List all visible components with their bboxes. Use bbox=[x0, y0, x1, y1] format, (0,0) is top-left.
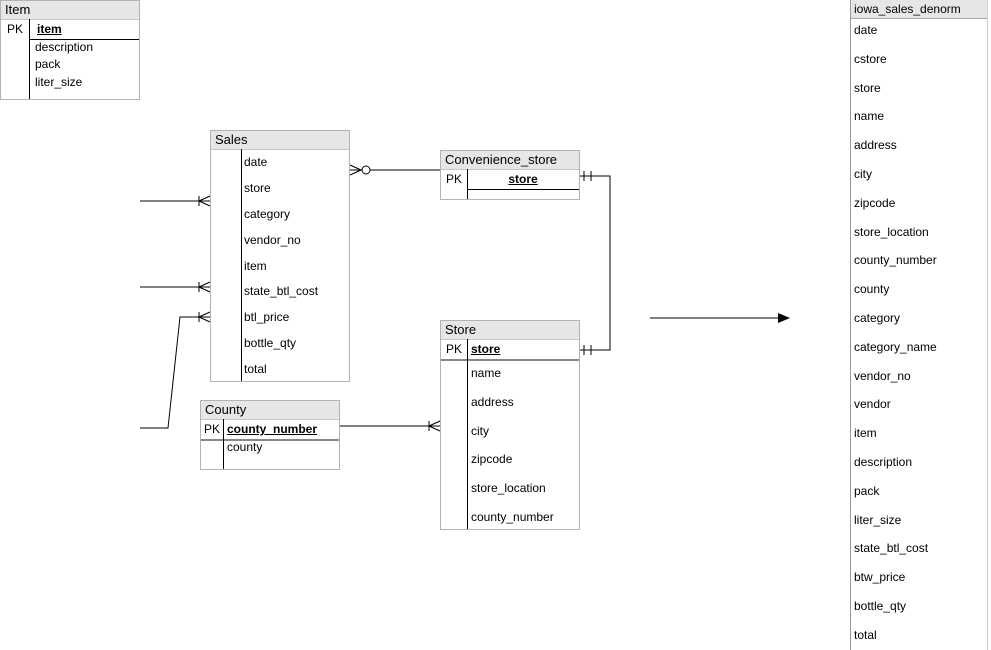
denorm-field: bottle_qty bbox=[854, 598, 907, 613]
pk-field: item bbox=[37, 22, 62, 36]
field: vendor_no bbox=[244, 232, 301, 247]
field: item bbox=[244, 258, 267, 273]
field: total bbox=[244, 362, 267, 377]
field: state_btl_cost bbox=[244, 284, 319, 299]
denorm-field: zipcode bbox=[854, 195, 896, 210]
pk-column-divider bbox=[467, 169, 468, 199]
field: date bbox=[244, 155, 268, 169]
denorm-field: vendor bbox=[854, 397, 891, 412]
denorm-field: category_name bbox=[854, 339, 937, 354]
table-county[interactable]: County PK county_number county bbox=[200, 400, 340, 470]
pk-column-divider bbox=[467, 339, 468, 529]
pk-field: store bbox=[508, 172, 538, 186]
relationship-sales-convenience-store[interactable] bbox=[349, 164, 440, 176]
field: bottle_qty bbox=[244, 336, 297, 351]
panel-iowa-sales-denorm: iowa_sales_denorm date cstore store name add… bbox=[850, 0, 988, 650]
table-title: Store bbox=[441, 321, 579, 340]
denorm-field: address bbox=[854, 138, 897, 153]
pk-label: PK bbox=[445, 342, 462, 356]
pk-field: store bbox=[471, 342, 501, 356]
relationship-item-sales[interactable] bbox=[140, 311, 211, 429]
pk-row: PK store bbox=[441, 340, 579, 361]
denormalization-arrow bbox=[650, 313, 790, 323]
denorm-field: liter_size bbox=[854, 512, 902, 527]
denorm-field: category bbox=[854, 310, 901, 325]
denorm-field: city bbox=[854, 166, 872, 181]
table-item[interactable]: Item PK item description pack liter_size bbox=[0, 0, 140, 100]
denorm-field-list: date cstore store name address city zipcode sto… bbox=[851, 19, 987, 650]
pk-label: PK bbox=[203, 422, 220, 436]
arrowhead bbox=[778, 313, 790, 323]
pk-label: PK bbox=[445, 172, 462, 186]
relationship-county-store[interactable] bbox=[340, 420, 441, 432]
relationship-convenience-store-store[interactable] bbox=[580, 171, 611, 355]
denorm-field: description bbox=[854, 454, 913, 469]
denorm-field: county_number bbox=[854, 253, 937, 268]
field: zipcode bbox=[471, 452, 513, 467]
field: city bbox=[471, 423, 489, 438]
denorm-field: total bbox=[854, 627, 877, 642]
field: county_number bbox=[471, 509, 554, 524]
denorm-field: county bbox=[854, 282, 890, 297]
pk-label: PK bbox=[6, 22, 23, 36]
denorm-field: item bbox=[854, 426, 877, 441]
pk-column-divider bbox=[241, 149, 242, 381]
table-title: Convenience_store bbox=[441, 151, 579, 170]
pk-row: PK item bbox=[1, 20, 139, 40]
denorm-title: iowa_sales_denorm bbox=[851, 0, 987, 19]
table-store[interactable]: Store PK store name address city zipcode sto… bbox=[440, 320, 580, 530]
pk-column-divider bbox=[29, 19, 30, 99]
denorm-field: store bbox=[854, 80, 881, 95]
denorm-field: cstore bbox=[854, 51, 887, 66]
field: store_location bbox=[471, 481, 546, 496]
field: name bbox=[471, 366, 502, 380]
field-list: description pack liter_size bbox=[1, 39, 139, 91]
denorm-field: date bbox=[854, 23, 878, 37]
table-convenience-store[interactable]: Convenience_store PK store bbox=[440, 150, 580, 200]
table-title: Item bbox=[1, 1, 139, 20]
pk-field: county_number bbox=[227, 422, 318, 436]
field: pack bbox=[35, 57, 61, 72]
denorm-field: store_location bbox=[854, 224, 929, 239]
field: description bbox=[35, 40, 94, 54]
denorm-field: vendor_no bbox=[854, 368, 911, 383]
field: category bbox=[244, 206, 291, 221]
pk-column-divider bbox=[223, 419, 224, 469]
field: store bbox=[244, 180, 271, 195]
field: county bbox=[227, 440, 263, 454]
denorm-field: name bbox=[854, 109, 885, 124]
zero-or-many-circle bbox=[361, 165, 371, 175]
denorm-field: state_btl_cost bbox=[854, 541, 929, 556]
field: btl_price bbox=[244, 310, 290, 325]
relationship-category-sales[interactable] bbox=[140, 195, 211, 207]
denorm-field: pack bbox=[854, 483, 880, 498]
relationship-vendor-sales[interactable] bbox=[140, 281, 211, 293]
field-list: county bbox=[201, 439, 339, 455]
pk-row: PK county_number bbox=[201, 420, 339, 441]
field: address bbox=[471, 394, 514, 409]
table-title: Sales bbox=[211, 131, 349, 150]
denorm-field: btw_price bbox=[854, 570, 906, 585]
pk-row: PK store bbox=[441, 170, 579, 190]
table-title: County bbox=[201, 401, 339, 420]
field: liter_size bbox=[35, 74, 83, 89]
